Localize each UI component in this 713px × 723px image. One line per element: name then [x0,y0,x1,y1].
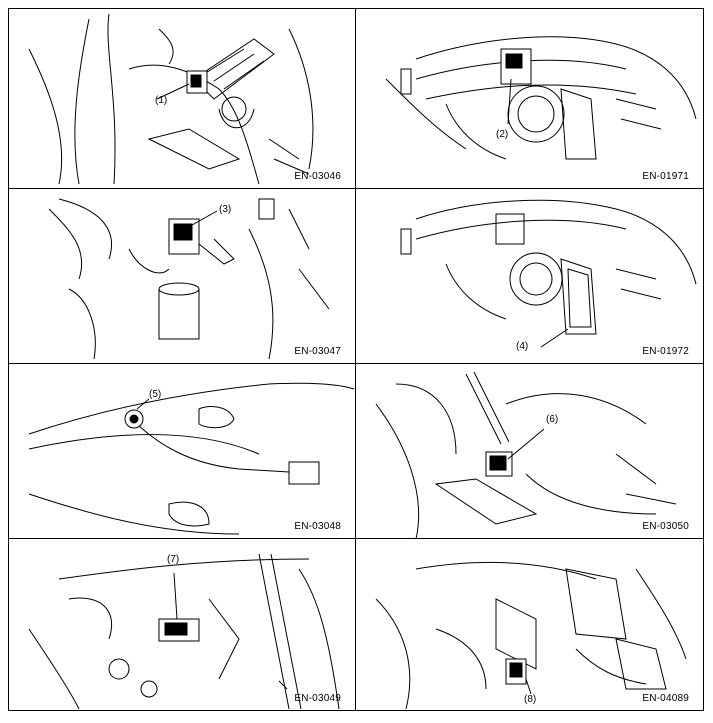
figure-code-5: EN-03048 [294,521,341,532]
figure-code-4: EN-01972 [642,346,689,357]
engine-line-drawing-icon [28,382,355,535]
callout-7: (7) [167,554,180,565]
callout-2: (2) [496,129,509,140]
panel-3: (3) EN-03047 [9,189,356,364]
engine-line-drawing-icon [375,371,677,538]
figure-code-7: EN-03049 [294,693,341,704]
panel-2: (2) EN-01971 [356,9,704,189]
figure-code-1: EN-03046 [294,171,341,182]
figure-code-2: EN-01971 [642,171,689,182]
panel-4: (4) EN-01972 [356,189,704,364]
callout-1: (1) [155,95,168,106]
callout-3: (3) [219,204,232,215]
engine-line-drawing-icon [400,199,697,348]
figure-code-3: EN-03047 [294,346,341,357]
engine-line-drawing-icon [48,198,330,360]
figure-grid: (1) EN-03046 (2) EN-01971 [8,8,704,711]
panel-1: (1) EN-03046 [9,9,356,189]
figure-code-6: EN-03050 [642,521,689,532]
panel-5: (5) EN-03048 [9,364,356,539]
callout-5: (5) [149,389,162,400]
engine-line-drawing-icon [28,553,340,710]
callout-6: (6) [546,414,559,425]
panel-7: (7) EN-03049 [9,539,356,711]
engine-line-drawing-icon [375,561,687,710]
panel-8: (8) EN-04089 [356,539,704,711]
callout-4: (4) [516,341,529,352]
engine-line-drawing-icon [28,13,314,185]
panel-6: (6) EN-03050 [356,364,704,539]
figure-code-8: EN-04089 [642,693,689,704]
callout-8: (8) [524,694,537,705]
engine-line-drawing-icon [385,36,697,160]
